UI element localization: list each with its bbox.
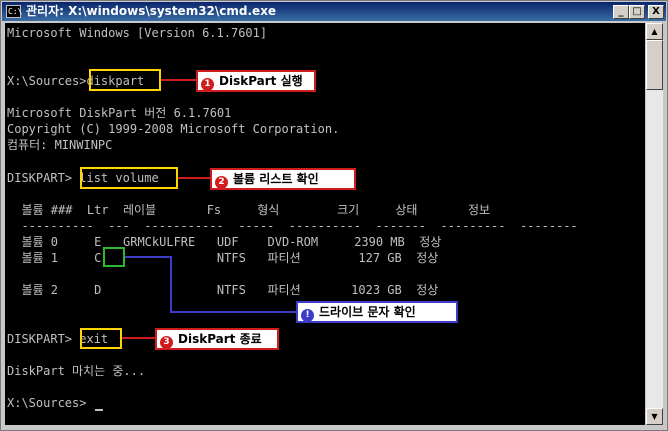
callout-label: DiskPart 종료 (178, 332, 262, 346)
table-row: 볼륨 1 C NTFS 파티션 127 GB 정상 (7, 251, 439, 265)
close-button[interactable]: X (648, 5, 664, 19)
text-cursor (95, 409, 103, 411)
callout-label: DiskPart 실행 (219, 74, 303, 88)
step-1-badge: 1 (201, 78, 214, 91)
console-line: Microsoft DiskPart 버전 6.1.7601 (7, 106, 232, 120)
step-3-badge: 3 (160, 336, 173, 349)
scroll-thumb[interactable] (646, 40, 663, 90)
callout-label: 볼륨 리스트 확인 (233, 172, 319, 186)
arrow-up-icon[interactable]: ▲ (646, 23, 663, 40)
step-2-badge: 2 (215, 176, 228, 189)
console-line: X:\Sources>diskpart (7, 74, 145, 88)
maximize-button[interactable]: □ (629, 5, 645, 19)
title-bar[interactable]: C:\ 관리자: X:\windows\system32\cmd.exe _ □… (2, 2, 666, 21)
console-line: DISKPART> exit (7, 332, 109, 346)
table-row: 볼륨 0 E GRMCkULFRE UDF DVD-ROM 2390 MB 정상 (7, 235, 442, 249)
callout-run-diskpart: 1 DiskPart 실행 (196, 70, 316, 92)
console-line: Copyright (C) 1999-2008 Microsoft Corpor… (7, 122, 340, 136)
console-line: 컴퓨터: MINWINPC (7, 138, 113, 152)
table-header: 볼륨 ### Ltr 레이블 Fs 형식 크기 상태 정보 (7, 203, 491, 217)
console-line: DISKPART> list volume (7, 171, 159, 185)
console-line: DiskPart 마치는 중... (7, 364, 146, 378)
cmd-icon: C:\ (6, 5, 23, 18)
exit-highlight (80, 328, 122, 349)
list-volume-highlight (80, 167, 178, 189)
window-title: 관리자: X:\windows\system32\cmd.exe (26, 4, 277, 18)
arrow-down-icon[interactable]: ▼ (646, 408, 663, 425)
callout-exit-diskpart: 3 DiskPart 종료 (155, 328, 279, 350)
callout-drive-letter: ! 드라이브 문자 확인 (296, 301, 458, 323)
info-badge: ! (301, 309, 314, 322)
table-row: 볼륨 2 D NTFS 파티션 1023 GB 정상 (7, 283, 439, 297)
callout-label: 드라이브 문자 확인 (319, 305, 416, 319)
diskpart-highlight (89, 69, 161, 91)
drive-letter-highlight (103, 247, 125, 267)
minimize-button[interactable]: _ (613, 5, 629, 19)
callout-list-volume: 2 볼륨 리스트 확인 (210, 168, 356, 190)
prompt-line: X:\Sources> (7, 396, 87, 410)
console-line: Microsoft Windows [Version 6.1.7601] (7, 26, 268, 40)
vertical-scrollbar[interactable]: ▲ ▼ (646, 23, 663, 425)
table-separator: ---------- --- ----------- ----- -------… (7, 219, 578, 233)
